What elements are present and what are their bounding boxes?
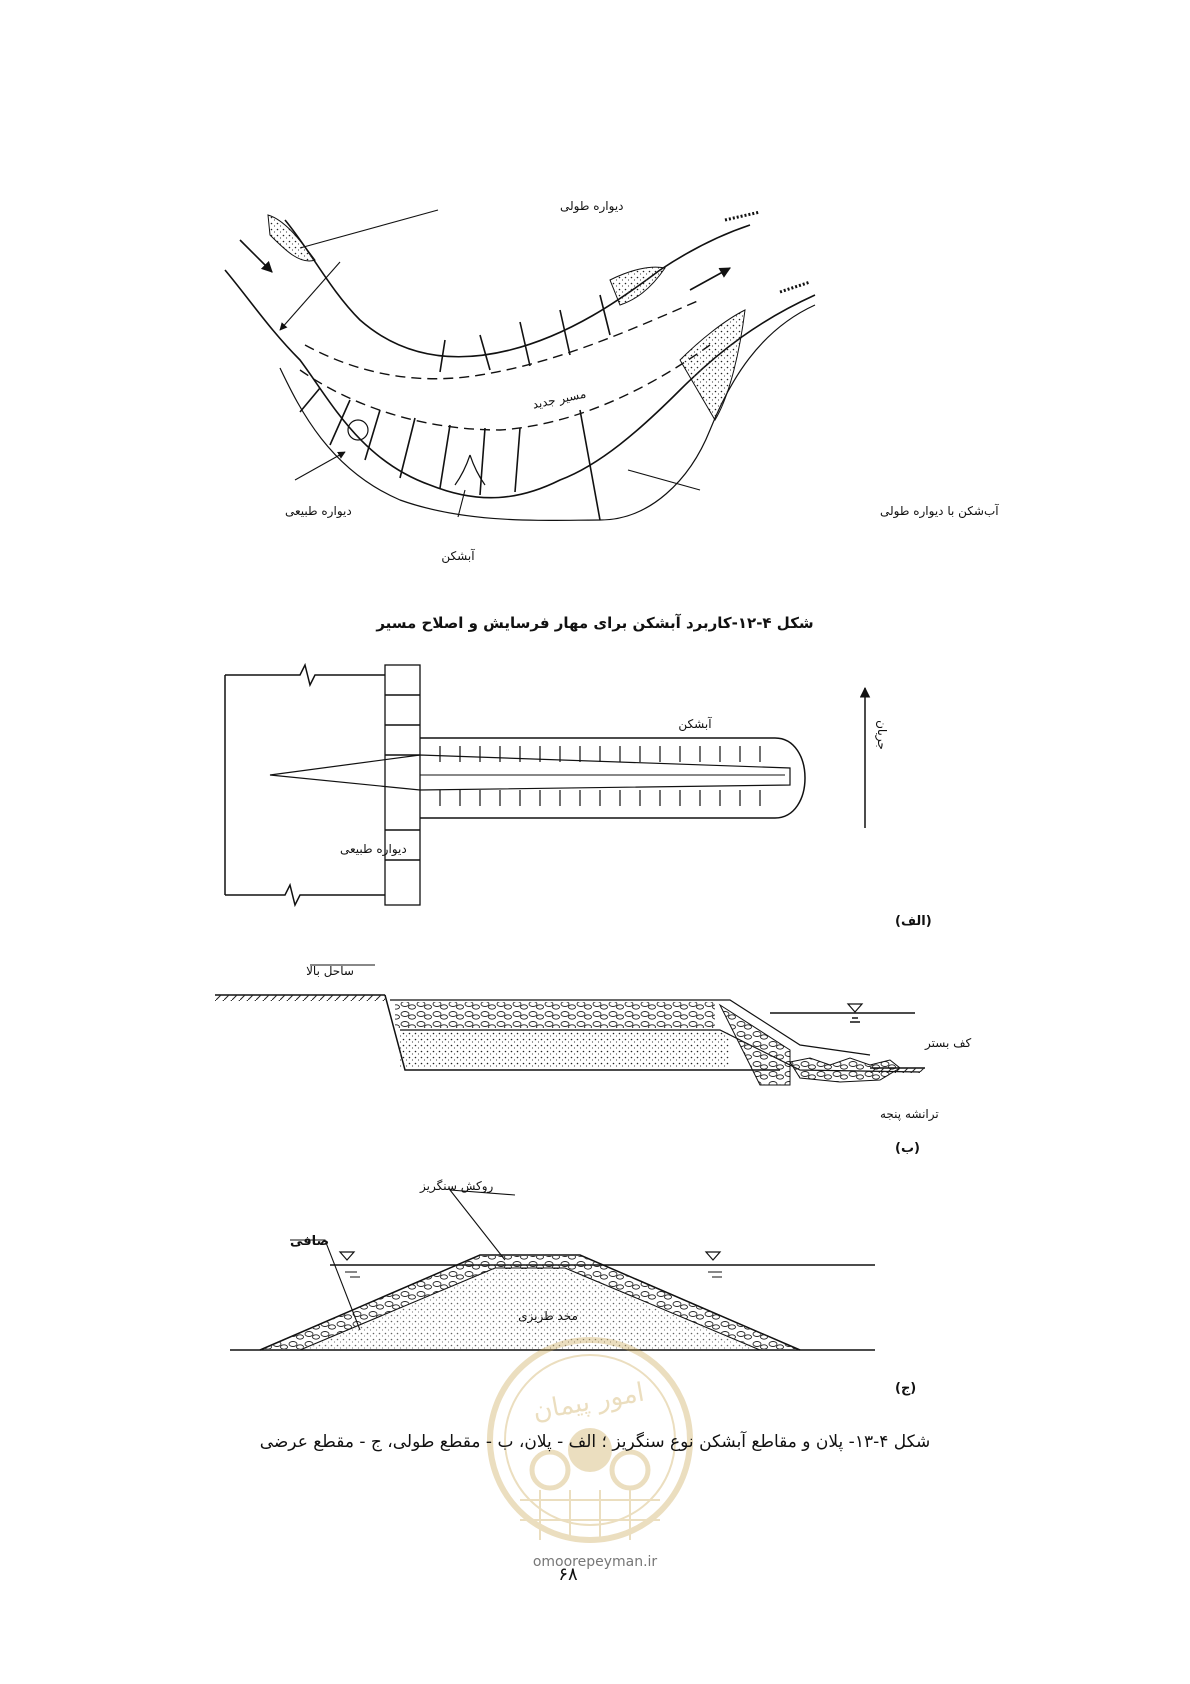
figure-12-labels: دیواره طولی مسیر جدید دیواره طبیعی آبشکن… bbox=[285, 199, 999, 564]
flow-arrow-in bbox=[239, 239, 273, 273]
figure-13-plan bbox=[224, 662, 871, 908]
watermark-site: omoorepeyman.ir bbox=[533, 1554, 658, 1570]
part-label-b: (ب) bbox=[895, 1141, 920, 1156]
label-bed-floor: کف بستر bbox=[924, 1036, 972, 1051]
label-flow: جریان bbox=[874, 720, 889, 750]
label-groyne-with-long-wall: آب‌شکن با دیواره طولی bbox=[880, 503, 999, 519]
label-riprap-cover: روکش سنگریز bbox=[419, 1179, 494, 1194]
figure-13-caption: شکل ۴-۱۳- پلان و مقاطع آبشکن نوع سنگریز … bbox=[260, 1430, 931, 1452]
seal-text: امور پیمان bbox=[531, 1378, 647, 1427]
label-plan-natural-wall: دیواره طبیعی bbox=[340, 842, 407, 857]
figure-12-caption: شکل ۴-۱۲-کاربرد آبشکن برای مهار فرسایش و… bbox=[375, 614, 813, 632]
label-upper-bank: ساحل بالا bbox=[306, 964, 354, 978]
new-course-inner-dash bbox=[304, 299, 701, 380]
figure-13-cross-labels: روکش سنگریز صافی مخد طریزی (ج) bbox=[290, 1179, 916, 1396]
label-longitudinal-wall: دیواره طولی bbox=[560, 199, 624, 214]
page-number: ۶۸ bbox=[558, 1564, 578, 1585]
label-plan-groyne: آبشکن bbox=[678, 716, 712, 732]
label-new-course: مسیر جدید bbox=[531, 387, 587, 413]
label-filter: صافی bbox=[290, 1234, 329, 1249]
flow-arrow-out bbox=[689, 267, 731, 291]
figure-13-plan-labels: آبشکن جریان دیواره طبیعی (الف) bbox=[340, 716, 932, 929]
new-course-outer-dash bbox=[299, 344, 711, 431]
inner-bank-line bbox=[284, 219, 751, 358]
label-claw-trench: ترانشه پنجه bbox=[880, 1107, 939, 1122]
label-design-core: مخد طریزی bbox=[518, 1309, 578, 1324]
label-natural-wall: دیواره طبیعی bbox=[285, 504, 352, 519]
part-label-a: (الف) bbox=[895, 914, 932, 929]
figure-13-cross bbox=[230, 1189, 875, 1351]
figure-13-longitudinal-labels: ساحل بالا کف بستر ترانشه پنجه (ب) bbox=[306, 964, 971, 1156]
figure-12-diagram bbox=[224, 209, 816, 522]
label-groyne: آبشکن bbox=[441, 548, 475, 564]
figure-13-longitudinal bbox=[215, 964, 925, 1086]
part-label-c: (ج) bbox=[895, 1381, 916, 1396]
